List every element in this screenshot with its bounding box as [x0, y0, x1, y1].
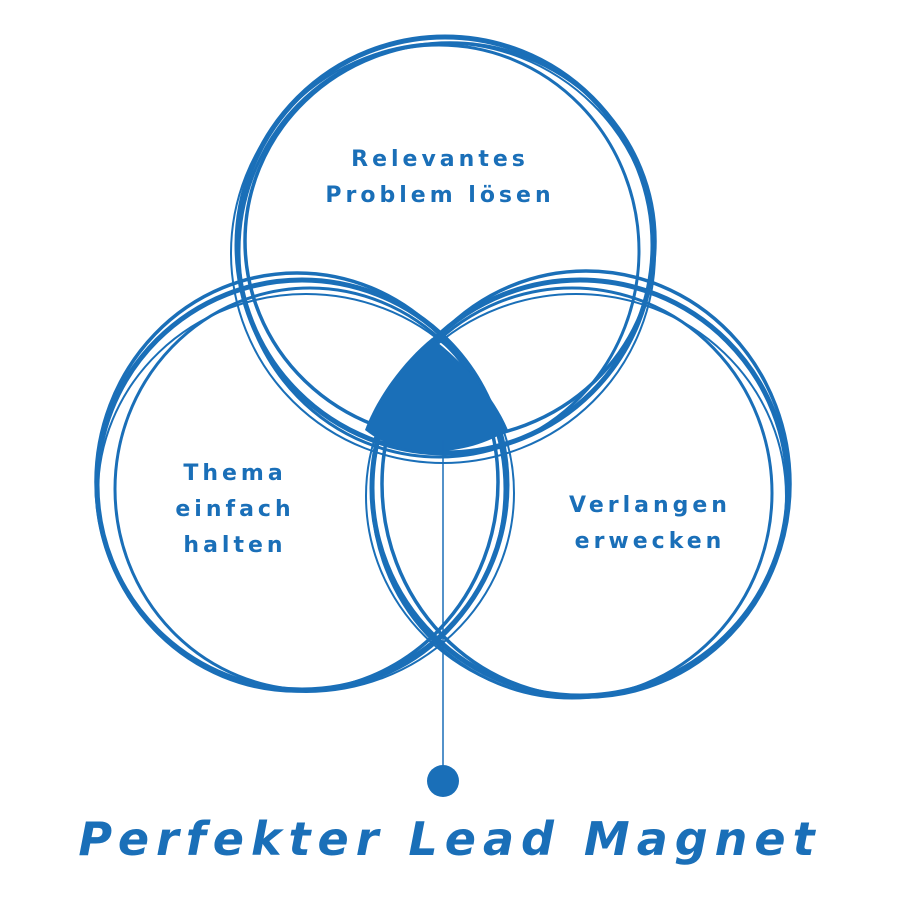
circle-left-ring-4: [97, 293, 515, 693]
label-left-line-1: Thema: [183, 461, 287, 486]
label-left-line-3: halten: [183, 533, 287, 558]
center-intersection-shape: [365, 338, 508, 452]
label-top-line-1: Relevantes: [351, 147, 529, 172]
circle-right-ring-4: [365, 293, 787, 699]
label-top-circle: Relevantes Problem lösen: [290, 142, 590, 214]
diagram-title: Perfekter Lead Magnet: [78, 812, 822, 866]
label-left-line-2: einfach: [175, 497, 295, 522]
circle-top-ring-1: [234, 34, 656, 456]
label-right-circle: Verlangen erwecken: [530, 488, 770, 560]
circle-verlangen-erwecken: [365, 269, 792, 700]
label-right-line-1: Verlangen: [569, 493, 731, 518]
label-top-line-2: Problem lösen: [325, 183, 555, 208]
circle-thema-einfach: [94, 271, 515, 693]
connector-dot: [427, 765, 459, 797]
label-left-circle: Thema einfach halten: [130, 456, 340, 564]
label-right-line-2: erwecken: [574, 529, 726, 554]
